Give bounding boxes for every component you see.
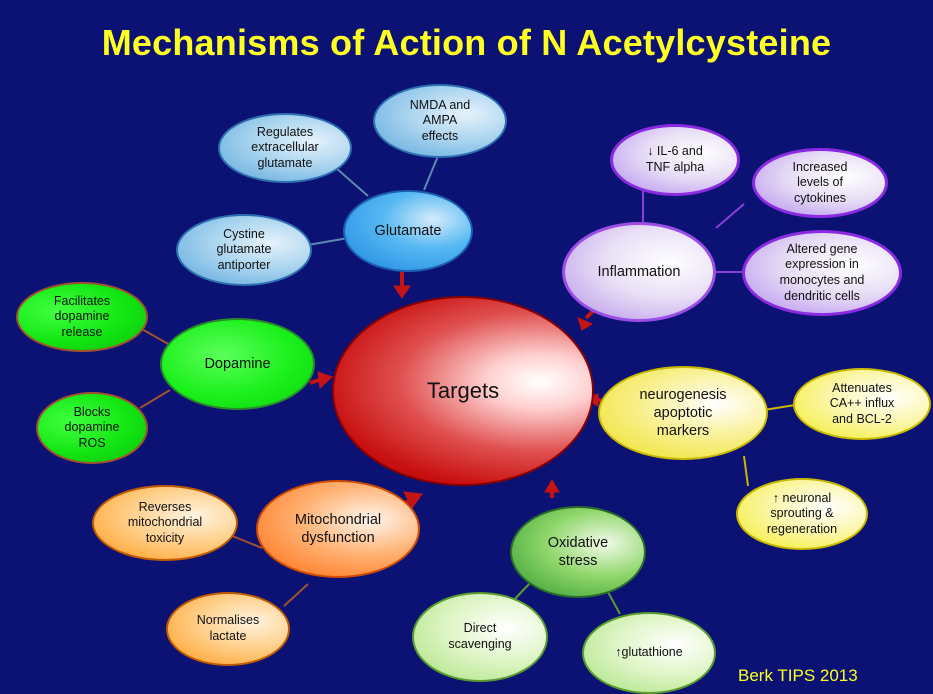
increased-cytokines-node: Increased levels of cytokines bbox=[752, 148, 888, 218]
il6-tnf-node: ↓ IL-6 and TNF alpha bbox=[610, 124, 740, 196]
arrow-dopamine-to-targets bbox=[309, 371, 333, 390]
arrow-oxidative-to-targets bbox=[544, 479, 560, 498]
connector-line bbox=[283, 583, 309, 607]
altered-gene-label: Altered gene expression in monocytes and… bbox=[779, 241, 865, 303]
slide-title: Mechanisms of Action of N Acetylcysteine bbox=[101, 22, 832, 63]
neurogenesis-label: neurogenesis apoptotic markers bbox=[639, 386, 727, 440]
facilitates-dopamine-node: Facilitates dopamine release bbox=[16, 282, 148, 352]
nmda-ampa-label: NMDA and AMPA effects bbox=[409, 97, 471, 143]
connector-line bbox=[715, 203, 745, 229]
altered-gene-node: Altered gene expression in monocytes and… bbox=[742, 230, 902, 316]
connector-line bbox=[763, 404, 796, 411]
attenuates-ca-label: Attenuates CA++ influx and BCL-2 bbox=[829, 380, 895, 426]
connector-line bbox=[307, 237, 349, 246]
attenuates-ca-node: Attenuates CA++ influx and BCL-2 bbox=[793, 368, 931, 440]
direct-scavenging-node: Direct scavenging bbox=[412, 592, 548, 682]
dopamine-hub: Dopamine bbox=[160, 318, 315, 410]
connector-line bbox=[335, 167, 369, 197]
reverses-mito-node: Reverses mitochondrial toxicity bbox=[92, 485, 238, 561]
connector-line bbox=[423, 155, 439, 191]
connector-line bbox=[139, 389, 171, 409]
arrow-glutamate-to-targets bbox=[393, 272, 411, 299]
mitochondrial-hub: Mitochondrial dysfunction bbox=[256, 480, 420, 578]
connector-line bbox=[607, 591, 621, 615]
reverses-mito-label: Reverses mitochondrial toxicity bbox=[127, 499, 203, 545]
neuronal-sprouting-label: ↑ neuronal sprouting & regeneration bbox=[766, 490, 838, 536]
targets-center-node: Targets bbox=[332, 296, 594, 486]
connector-line bbox=[743, 455, 749, 487]
neuronal-sprouting-node: ↑ neuronal sprouting & regeneration bbox=[736, 478, 868, 550]
increased-cytokines-label: Increased levels of cytokines bbox=[792, 159, 848, 205]
cystine-antiporter-label: Cystine glutamate antiporter bbox=[216, 226, 272, 272]
connector-line bbox=[229, 534, 263, 549]
blocks-dopamine-label: Blocks dopamine ROS bbox=[64, 404, 120, 450]
cystine-antiporter-node: Cystine glutamate antiporter bbox=[176, 214, 312, 286]
direct-scavenging-label: Direct scavenging bbox=[448, 621, 512, 651]
neurogenesis-hub: neurogenesis apoptotic markers bbox=[598, 366, 768, 460]
inflammation-hub: Inflammation bbox=[562, 222, 716, 322]
targets-label: Targets bbox=[426, 378, 500, 404]
regulates-glutamate-node: Regulates extracellular glutamate bbox=[218, 113, 352, 183]
dopamine-label: Dopamine bbox=[204, 355, 271, 372]
inflammation-label: Inflammation bbox=[597, 263, 681, 280]
citation-credit: Berk TIPS 2013 bbox=[738, 666, 858, 685]
regulates-glutamate-label: Regulates extracellular glutamate bbox=[251, 124, 319, 170]
normalises-lactate-node: Normalises lactate bbox=[166, 592, 290, 666]
oxidative-hub: Oxidative stress bbox=[510, 506, 646, 598]
glutamate-label: Glutamate bbox=[374, 222, 442, 239]
mitochondrial-label: Mitochondrial dysfunction bbox=[294, 511, 382, 546]
nmda-ampa-node: NMDA and AMPA effects bbox=[373, 84, 507, 158]
glutathione-node: ↑glutathione bbox=[582, 612, 716, 694]
normalises-lactate-label: Normalises lactate bbox=[196, 613, 260, 643]
glutamate-hub: Glutamate bbox=[343, 190, 473, 272]
facilitates-dopamine-label: Facilitates dopamine release bbox=[53, 293, 111, 339]
glutathione-label: ↑glutathione bbox=[615, 645, 683, 660]
connector-line bbox=[139, 327, 171, 346]
il6-tnf-label: ↓ IL-6 and TNF alpha bbox=[645, 144, 705, 174]
blocks-dopamine-node: Blocks dopamine ROS bbox=[36, 392, 148, 464]
oxidative-label: Oxidative stress bbox=[547, 534, 609, 569]
